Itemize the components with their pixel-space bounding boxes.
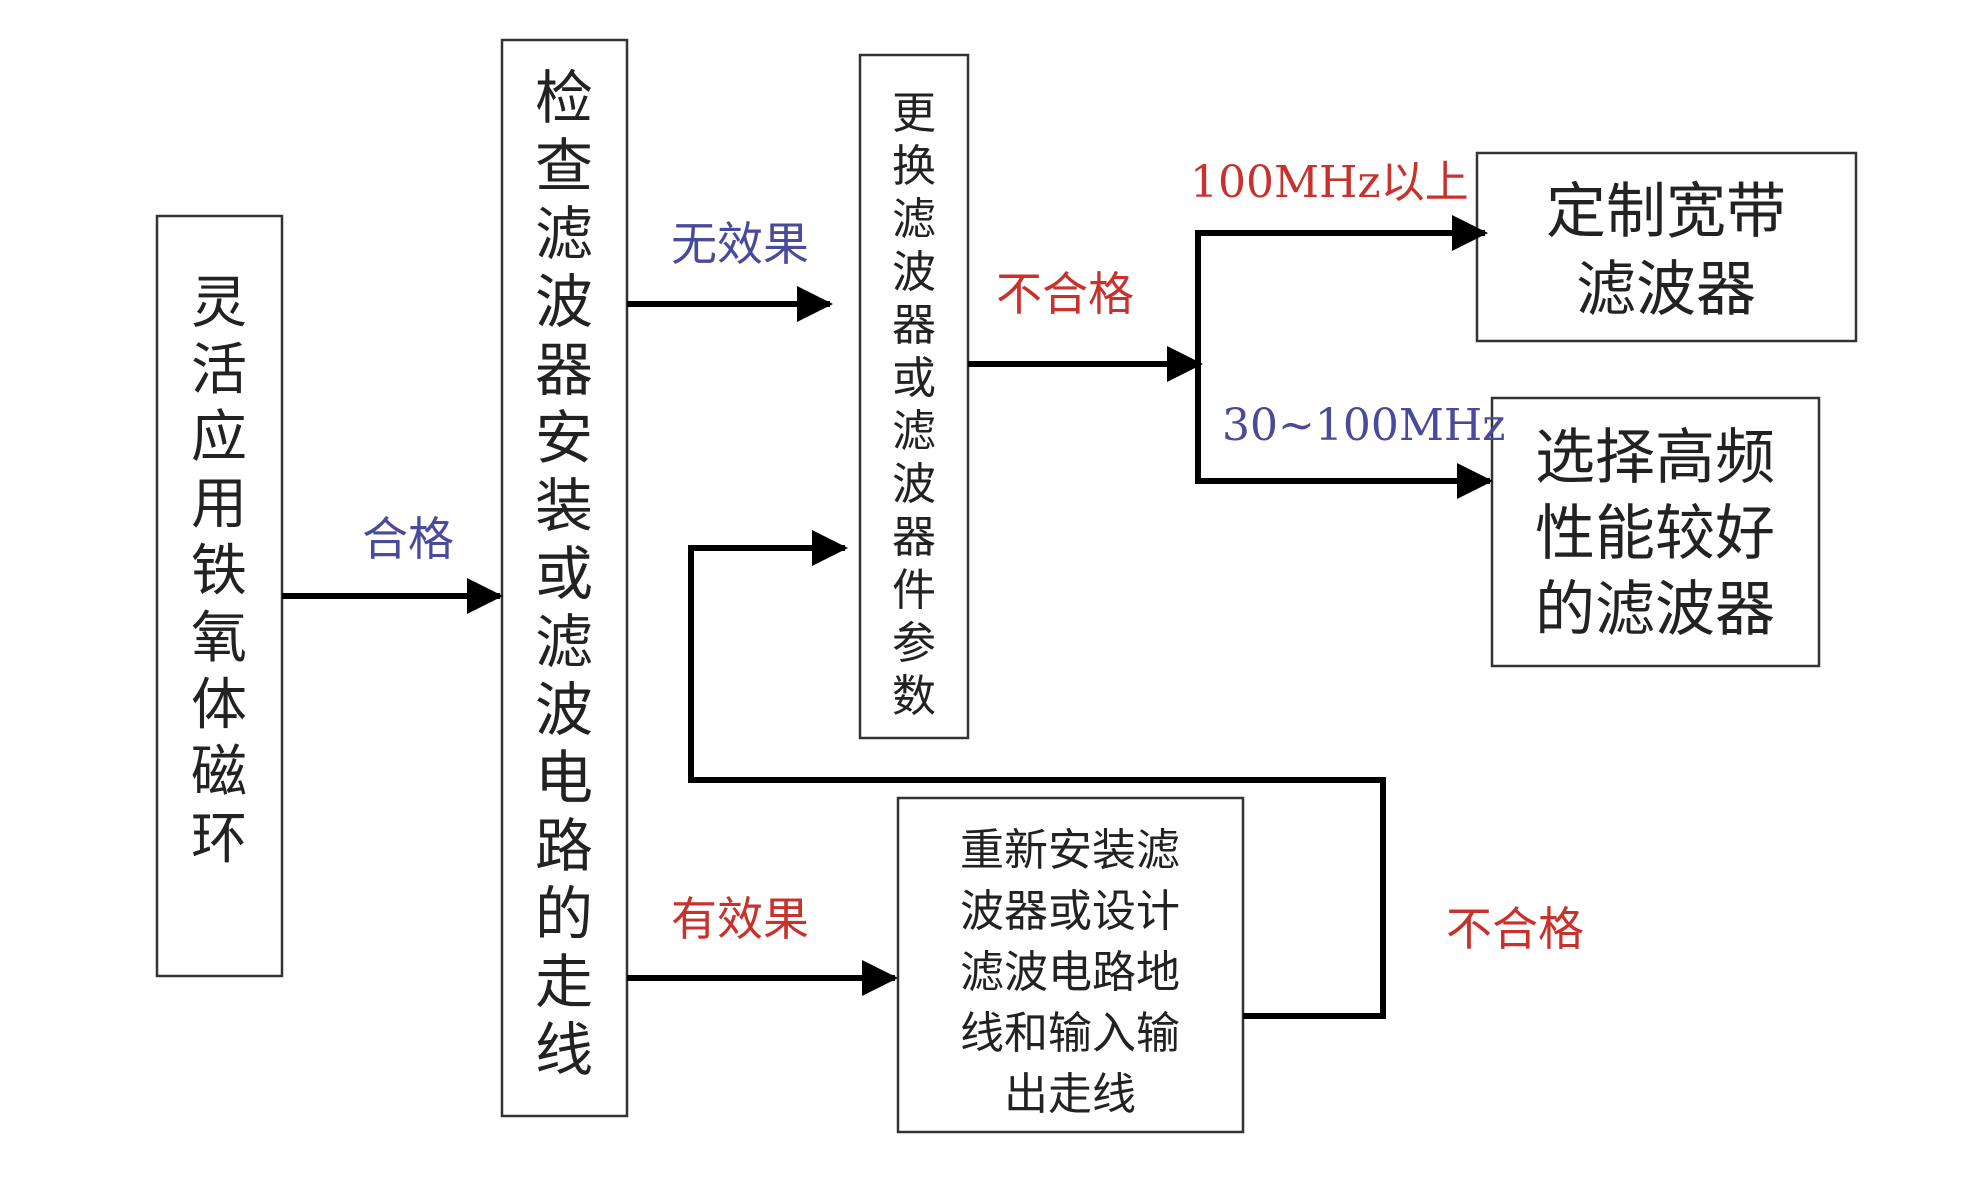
- arrow-fail-feedback: [688, 530, 1386, 1019]
- node-high-frequency-filter: 选择高频性能较好的滤波器: [1490, 396, 1821, 668]
- node-reinstall-filter-text: 重新安装滤波器或设计滤波电路地线和输入输出走线: [960, 825, 1180, 1120]
- label-effective: 有效果: [671, 892, 809, 946]
- node-replace-filter: 更换滤波器或滤波器件参数: [858, 53, 970, 740]
- node-custom-broadband-filter: 定制宽带滤波器: [1475, 151, 1858, 343]
- connectors: [282, 215, 1493, 1019]
- node-check-filter-text: 检查滤波器安装或滤波电路的走线: [535, 64, 593, 1084]
- label-no-effect: 无效果: [671, 217, 809, 271]
- label-fail-bottom: 不合格: [1446, 902, 1584, 956]
- node-ferrite-ring: 灵活应用铁氧体磁环: [155, 214, 284, 978]
- node-reinstall-filter: 重新安装滤波器或设计滤波电路地线和输入输出走线: [896, 796, 1245, 1134]
- node-ferrite-ring-text: 灵活应用铁氧体磁环: [191, 271, 247, 872]
- label-pass: 合格: [362, 512, 454, 566]
- node-check-filter: 检查滤波器安装或滤波电路的走线: [500, 38, 629, 1118]
- label-30-100mhz: 30~100MHz: [1222, 400, 1505, 451]
- edge-labels: 合格 无效果 有效果 不合格 不合格 100MHz以上 30~100MHz: [362, 157, 1584, 956]
- node-replace-filter-text: 更换滤波器或滤波器件参数: [892, 88, 936, 722]
- label-fail-top: 不合格: [996, 267, 1134, 321]
- label-above-100mhz: 100MHz以上: [1190, 157, 1469, 208]
- node-custom-broadband-filter-text: 定制宽带滤波器: [1546, 177, 1786, 325]
- node-high-frequency-filter-text: 选择高频性能较好的滤波器: [1535, 423, 1775, 645]
